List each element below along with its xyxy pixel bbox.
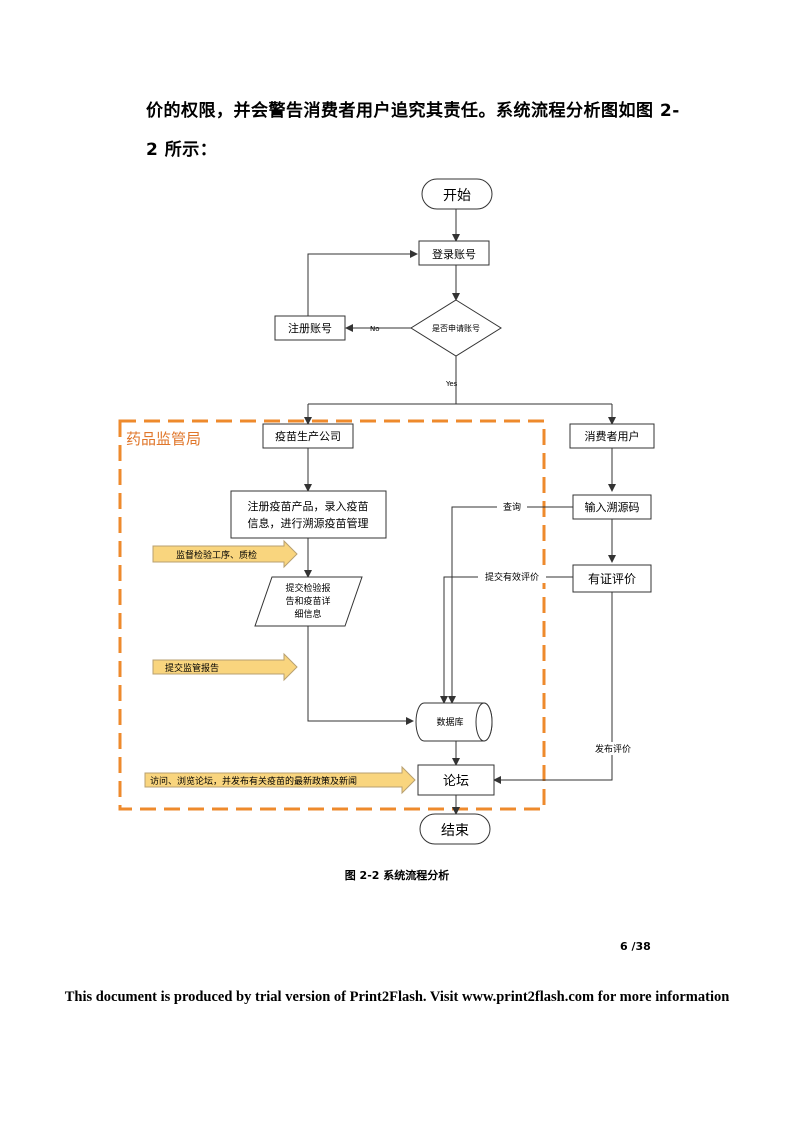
end-terminal: [419, 813, 491, 845]
supervise-inspect-arrow: [152, 539, 298, 569]
system-flowchart: 药品监管局 开始 登录账号 是否申请账号 注册账号 No Yes 疫苗生产公司 …: [118, 178, 655, 845]
register-product-line2: 信息，进行溯源疫苗管理: [248, 516, 369, 530]
paragraph-line-1: 价的权限，并会警告消费者用户追究其责任。系统流程分析图如图 2-: [146, 101, 680, 121]
submit-report-parallelogram: [254, 576, 363, 627]
consumer-label: 消费者用户: [585, 429, 640, 443]
register-product-box: [230, 490, 387, 539]
figure-caption: 图 2-2 系统流程分析: [344, 869, 450, 882]
supervise-inspect-label: 监督检验工序、质检: [176, 549, 257, 561]
login-label: 登录账号: [432, 247, 476, 261]
register-account-box: [274, 315, 346, 341]
producer-box: [262, 423, 354, 449]
post-review-label: 发布评价: [595, 743, 631, 755]
forum-label: 论坛: [443, 774, 469, 789]
page-number: 6 /38: [620, 940, 651, 953]
producer-label: 疫苗生产公司: [275, 429, 341, 443]
submit-supervision-arrow: [152, 652, 298, 682]
register-account-label: 注册账号: [288, 321, 332, 335]
agency-title: 药品监管局: [126, 430, 201, 448]
database-label: 数据库: [436, 716, 463, 728]
trial-footer-notice: This document is produced by trial versi…: [64, 989, 730, 1005]
input-code-box: [572, 494, 652, 520]
forum-box: [417, 764, 495, 796]
start-label: 开始: [443, 188, 471, 204]
paragraph-line-2: 2 所示：: [146, 140, 218, 160]
login-box: [418, 240, 490, 266]
submit-supervision-label: 提交监管报告: [165, 662, 219, 674]
register-product-line1: 注册疫苗产品，录入疫苗: [248, 499, 369, 513]
yes-label: Yes: [445, 380, 458, 388]
agency-dashed-boundary: [118, 419, 546, 811]
submit-report-line3: 细信息: [294, 608, 321, 620]
browse-forum-arrow: [144, 765, 416, 795]
submit-report-line1: 提交检验报: [285, 582, 330, 594]
end-label: 结束: [441, 823, 469, 839]
no-label: No: [370, 325, 380, 333]
verified-review-label: 有证评价: [588, 572, 636, 586]
browse-forum-label: 访问、浏览论坛，并发布有关疫苗的最新政策及新闻: [150, 775, 357, 787]
input-code-label: 输入溯源码: [585, 500, 640, 514]
start-terminal: [421, 178, 493, 210]
decision-label: 是否申请账号: [432, 323, 480, 333]
verified-review-box: [572, 564, 652, 593]
submit-report-line2: 告和疫苗详: [285, 595, 330, 607]
decision-diamond: [410, 299, 502, 357]
database-cylinder: [415, 702, 493, 742]
query-label: 查询: [503, 501, 521, 513]
submit-review-label: 提交有效评价: [485, 571, 539, 583]
consumer-box: [569, 423, 655, 449]
